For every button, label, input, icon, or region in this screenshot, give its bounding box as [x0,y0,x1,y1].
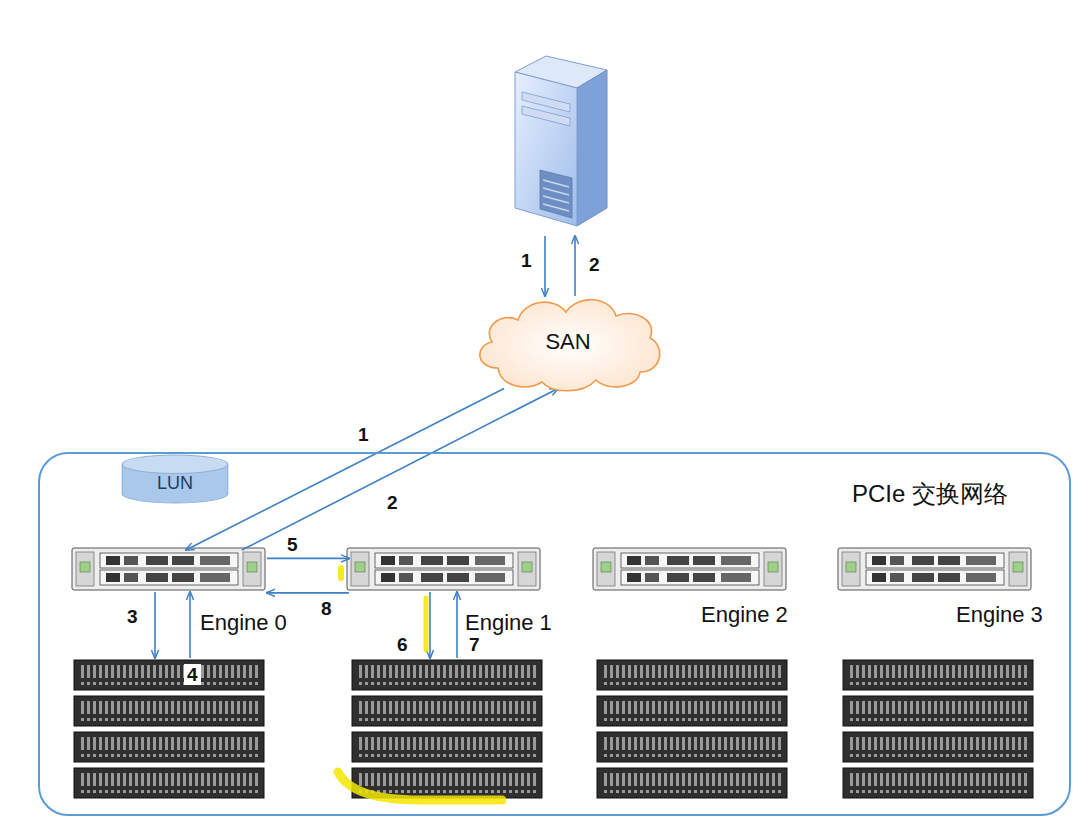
flow-arrow [574,236,576,296]
engine-label: Engine 1 [463,610,554,636]
controller-chassis [838,548,1031,590]
callout-number: 1 [355,424,372,445]
engine-label: Engine 3 [954,602,1045,628]
engine-node: Engine 0 [74,550,267,592]
callout-number: 8 [318,598,335,619]
callout-number: 2 [586,254,603,275]
callout-number: 7 [466,634,483,655]
callout-number: 4 [184,664,201,685]
engine-node: Engine 3 [840,550,1033,592]
engine-node: Engine 1 [349,550,542,592]
flow-arrow [456,592,458,658]
callout-number: 5 [284,534,301,555]
disk-shelf-stack [843,660,1033,798]
callout-number: 3 [124,606,141,627]
region-title: PCIe 交换网络 [852,478,1008,510]
engine-label: Engine 2 [699,602,790,628]
disk-shelf-stack [74,660,264,798]
node-label: LUN [157,473,193,494]
flow-arrow [154,592,156,658]
highlighter-mark [338,568,502,800]
cloud-node: SAN [468,288,668,396]
flow-arrow [544,236,546,296]
flow-connector [186,388,504,550]
flow-arrow [429,592,431,658]
disk-shelf-stack [352,660,542,798]
server-tower [515,56,607,226]
network-region: PCIe 交换网络 LUN Engine 0 Engine 1 Engine 2 Engi… [38,452,1071,816]
callout-number: 6 [394,634,411,655]
controller-chassis [593,548,786,590]
flow-connector [267,592,349,594]
callout-number: 2 [384,492,401,513]
node-label: SAN [545,329,590,355]
flow-connector [267,558,349,560]
lun-cylinder: LUN [120,454,230,504]
callout-number: 1 [518,250,535,271]
flow-arrow [189,592,191,658]
controller-chassis [72,548,265,590]
engine-label: Engine 0 [198,610,289,636]
engine-node: Engine 2 [595,550,788,592]
controller-chassis [347,548,540,590]
disk-shelf-stack [597,660,787,798]
flow-connector [242,388,558,550]
